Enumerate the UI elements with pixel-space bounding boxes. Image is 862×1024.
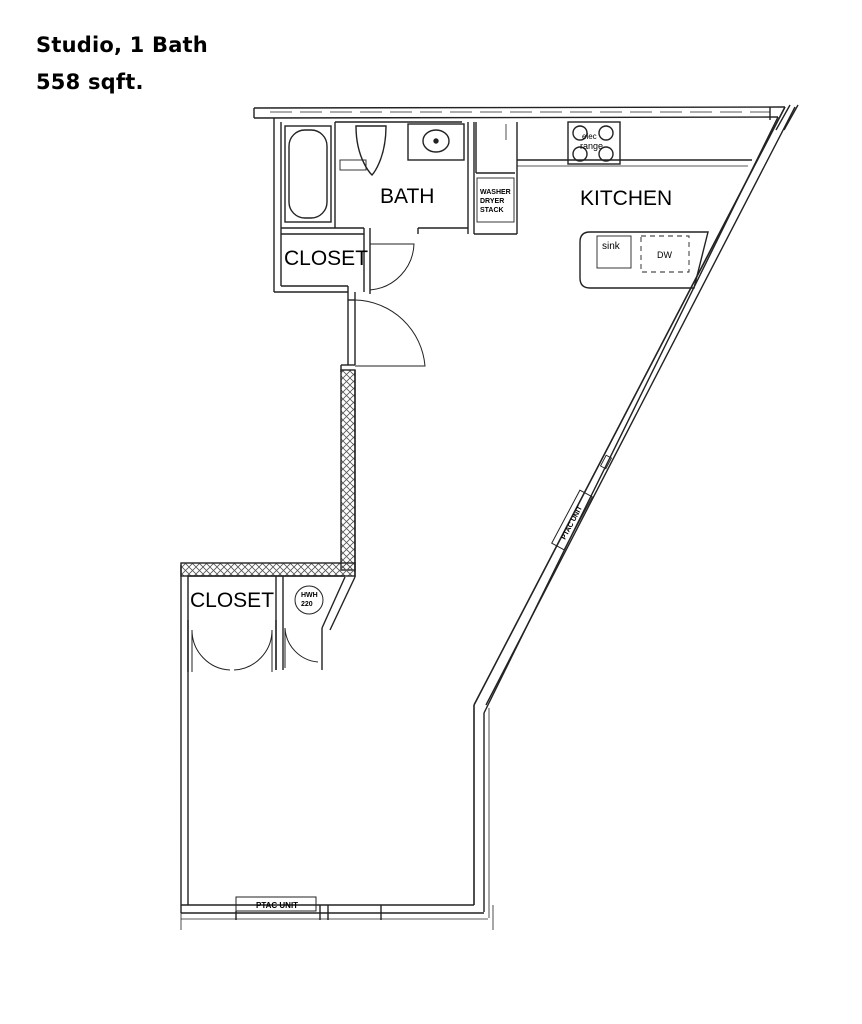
diag-ptac xyxy=(551,489,593,551)
room-label-closet-top: CLOSET xyxy=(284,247,368,270)
washer-label-2: DRYER xyxy=(480,198,504,205)
plan-area: 558 sqft. xyxy=(36,70,144,94)
left-lower-wall xyxy=(180,565,189,913)
dishwasher-label: DW xyxy=(657,250,672,260)
hwh-label-2: 220 xyxy=(301,601,313,608)
range-label-2: range xyxy=(580,141,603,151)
sink-label: sink xyxy=(602,241,621,252)
kitchen-block xyxy=(517,121,752,289)
room-label-kitchen: KITCHEN xyxy=(580,187,672,210)
plan-title: Studio, 1 Bath xyxy=(36,33,208,57)
bath-block xyxy=(273,118,518,372)
ptac-label: PTAC UNIT xyxy=(256,901,298,910)
top-wall xyxy=(253,106,786,119)
diagonal-wall xyxy=(473,104,799,714)
hatched-walls xyxy=(180,369,356,631)
diag-marks xyxy=(599,454,613,470)
bottom-wall xyxy=(180,896,488,930)
range-label-1: elec xyxy=(582,132,597,141)
room-label-closet-bottom: CLOSET xyxy=(190,589,274,612)
hwh-label-1: HWH xyxy=(301,592,318,599)
right-lower-wall xyxy=(473,705,494,930)
room-label-bath: BATH xyxy=(380,185,434,208)
washer-label-1: WASHER xyxy=(480,189,511,196)
washer-label-3: STACK xyxy=(480,207,504,214)
lower-closets xyxy=(187,575,345,672)
